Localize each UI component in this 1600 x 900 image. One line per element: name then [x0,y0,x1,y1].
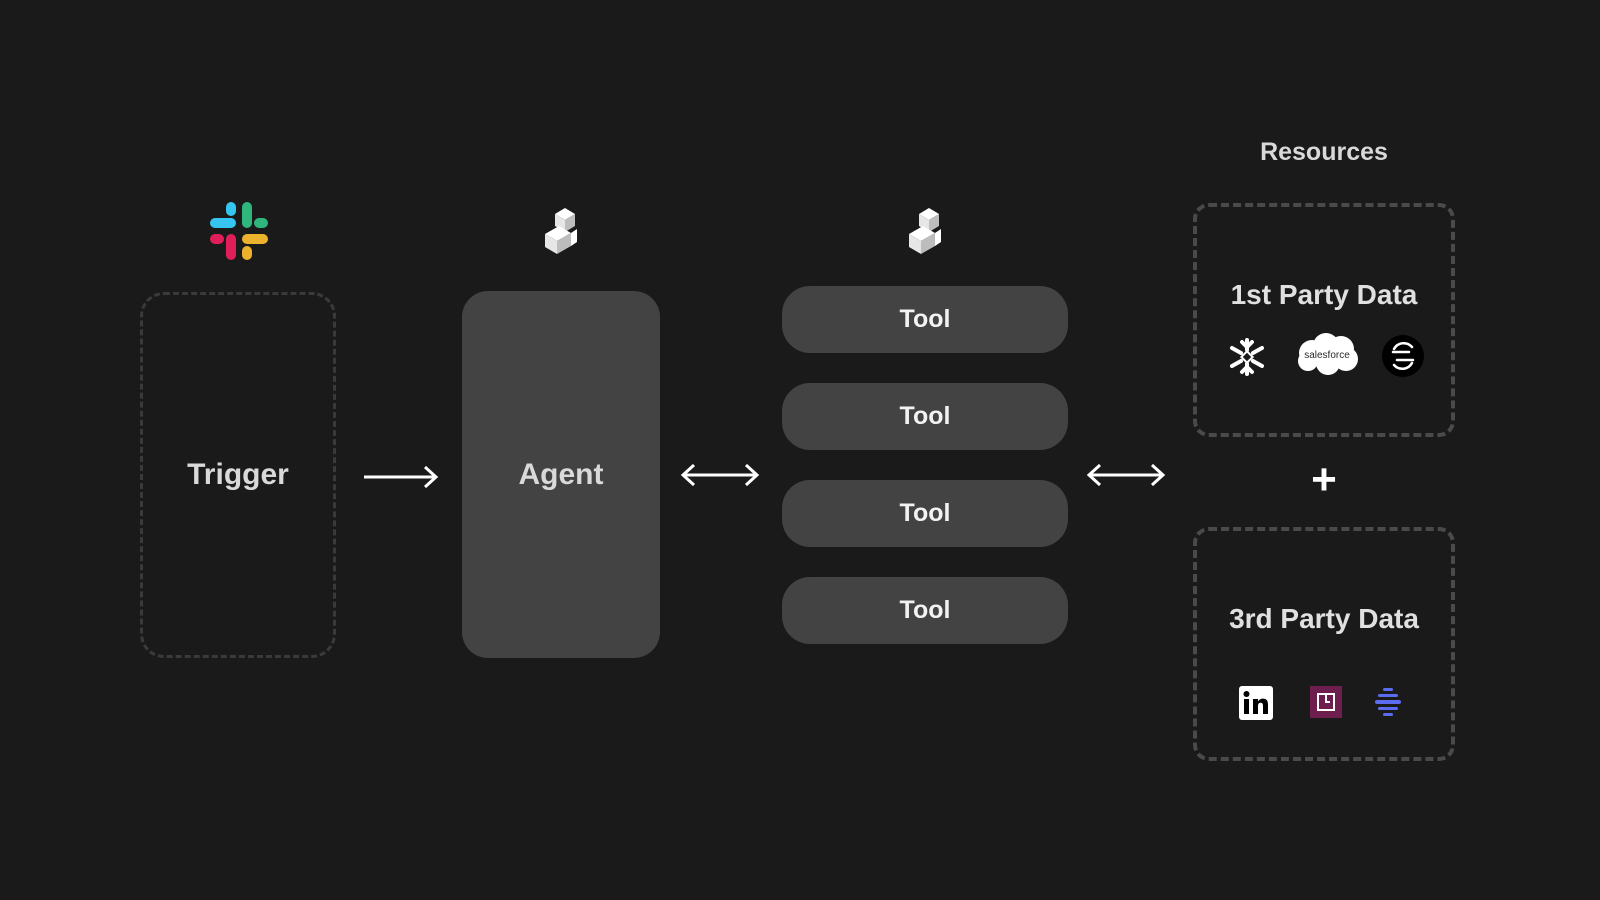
tool-node: Tool [782,286,1068,353]
stacked-blocks-logo-icon [545,208,577,254]
tool-label: Tool [899,305,951,333]
first-party-data-box: 1st Party Data salesforce [1193,203,1455,437]
plus-sign: + [1311,455,1337,504]
third-party-data-title: 3rd Party Data [1229,603,1419,634]
agent-label: Agent [518,457,604,491]
trigger-label: Trigger [187,458,289,491]
salesforce-icon-text: salesforce [1304,350,1350,361]
first-party-data-title: 1st Party Data [1230,279,1418,310]
agent-node: Agent [462,291,660,658]
third-party-data-box: 3rd Party Data [1193,527,1455,761]
bidirectional-arrow-icon [680,463,760,487]
tool-node: Tool [782,577,1068,644]
bidirectional-arrow-icon [1086,463,1166,487]
tool-label: Tool [899,402,951,430]
tool-label: Tool [899,499,951,527]
tool-node: Tool [782,383,1068,450]
tool-node: Tool [782,480,1068,547]
salesforce-icon: salesforce [1298,333,1358,375]
tool-label: Tool [899,596,951,624]
arrow-right-icon [364,465,439,489]
resources-title: Resources [1260,138,1388,166]
trigger-node: Trigger [140,292,336,658]
striped-globe-icon [1375,688,1401,716]
square-logo-icon [1310,686,1342,718]
snowflake-icon [1230,338,1264,376]
stacked-blocks-logo-icon [909,208,941,254]
segment-icon [1382,335,1424,377]
slack-icon [210,202,268,260]
linkedin-icon [1239,686,1273,720]
